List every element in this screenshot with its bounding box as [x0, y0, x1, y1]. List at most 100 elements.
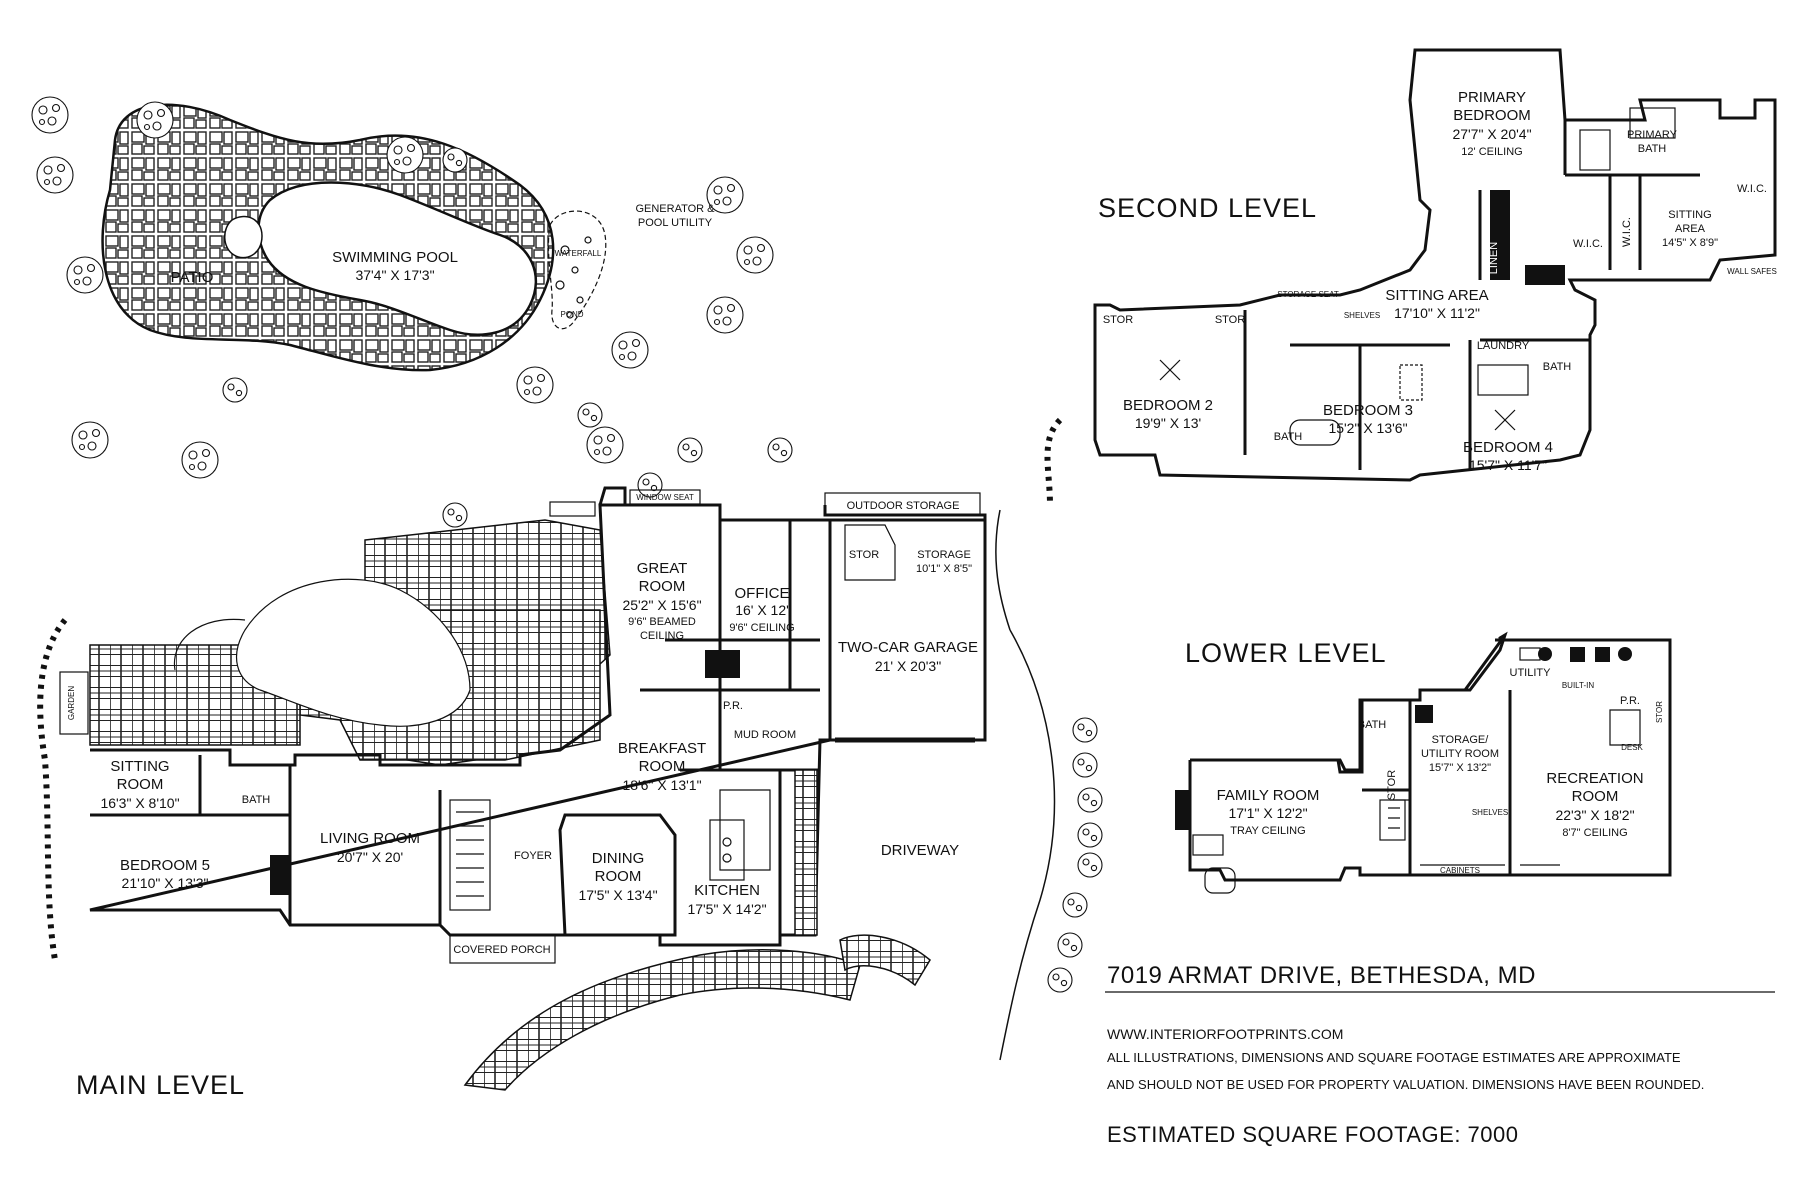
wic-label-1: W.I.C. — [1573, 238, 1603, 250]
bedroom2-name: BEDROOM 2 — [1123, 397, 1213, 414]
breakfast-name-2: ROOM — [639, 758, 686, 775]
stor-label-1: STOR — [1103, 314, 1133, 326]
lower-level-title: LOWER LEVEL — [1185, 638, 1387, 668]
powder-room-label: P.R. — [723, 700, 743, 712]
primary-bedroom-name-2: BEDROOM — [1453, 107, 1531, 124]
office-name: OFFICE — [735, 585, 790, 602]
cabinets-label: CABINETS — [1440, 866, 1480, 875]
primary-bedroom-name-1: PRIMARY — [1458, 89, 1526, 106]
window-seat — [629, 489, 701, 505]
bedroom4-name: BEDROOM 4 — [1463, 439, 1553, 456]
waterfall-label: WATERFALL — [555, 249, 602, 258]
bedroom5-dimension: 21'10" X 13'3" — [122, 875, 209, 891]
lower-stor-label-2: STOR — [1655, 701, 1664, 723]
family-room-name: FAMILY ROOM — [1217, 787, 1320, 804]
lawn-curve — [236, 578, 471, 727]
storage-name: STORAGE — [917, 549, 971, 561]
recreation-note: 8'7" CEILING — [1562, 827, 1627, 839]
front-walk — [463, 949, 861, 1091]
family-room-dimension: 17'1" X 12'2" — [1228, 805, 1307, 821]
stor-closet — [844, 524, 896, 581]
primary-bedroom-note: 12' CEILING — [1461, 146, 1522, 158]
great-room-dimension: 25'2" X 15'6" — [622, 597, 701, 613]
stor-label: STOR — [849, 549, 879, 561]
lower-pr-label: P.R. — [1620, 695, 1640, 707]
driveway-label: DRIVEWAY — [881, 842, 959, 859]
storage-utility-name-2: UTILITY ROOM — [1421, 748, 1499, 760]
wic-label-3: W.I.C. — [1621, 217, 1633, 247]
laundry-label: LAUNDRY — [1477, 340, 1530, 352]
second-outline — [1093, 48, 1777, 482]
waterfall-rocks — [547, 210, 607, 330]
utility-label: UTILITY — [1510, 667, 1552, 679]
breakfast-dimension: 18'6" X 13'1" — [622, 777, 701, 793]
driveway-edge — [999, 629, 1056, 1061]
garage-dimension: 21' X 20'3" — [875, 658, 941, 674]
storage-utility-name-1: STORAGE/ — [1432, 734, 1490, 746]
hedge-border — [1044, 417, 1063, 506]
bedroom5-name: BEDROOM 5 — [120, 857, 210, 874]
primary-bath-name-2: BATH — [1638, 143, 1667, 155]
great-room-note-1: 9'6" BEAMED — [628, 616, 696, 628]
wic-label-2: W.I.C. — [1737, 183, 1767, 195]
storage-seat-label: STORAGE SEAT — [1277, 290, 1339, 299]
outdoor-storage-label: OUTDOOR STORAGE — [847, 500, 960, 512]
disclaimer-line-2: AND SHOULD NOT BE USED FOR PROPERTY VALU… — [1107, 1077, 1705, 1092]
dining-name-1: DINING — [592, 850, 645, 867]
window-seat-label: WINDOW SEAT — [636, 493, 694, 502]
sitting-area-1-name-1: SITTING — [1668, 209, 1711, 221]
great-room-name-1: GREAT — [637, 560, 688, 577]
square-footage: ESTIMATED SQUARE FOOTAGE: 7000 — [1107, 1122, 1519, 1147]
garden-label: GARDEN — [67, 686, 76, 720]
second-level-plan — [1093, 48, 1777, 482]
generator-label: GENERATOR & — [635, 203, 715, 215]
pool-area — [101, 103, 607, 372]
sitting-area-1-dimension: 14'5" X 8'9" — [1662, 237, 1718, 249]
sitting-room-dimension: 16'3" X 8'10" — [100, 795, 179, 811]
sitting-room-name-2: ROOM — [117, 776, 164, 793]
covered-porch-label: COVERED PORCH — [453, 944, 550, 956]
kitchen-dimension: 17'5" X 14'2" — [687, 901, 766, 917]
bedroom3-dimension: 15'2" X 13'6" — [1328, 420, 1407, 436]
bedroom4-dimension: 15'7" X 11'7" — [1469, 457, 1547, 473]
storage-dimension: 10'1" X 8'5" — [916, 563, 972, 575]
second-bath-label-1: BATH — [1543, 361, 1572, 373]
disclaimer-line-1: ALL ILLUSTRATIONS, DIMENSIONS AND SQUARE… — [1107, 1050, 1681, 1065]
swimming-pool — [257, 181, 538, 336]
sitting-room-name-1: SITTING — [110, 758, 169, 775]
outdoor-storage — [824, 492, 981, 516]
pool-dimension: 37'4" X 17'3" — [355, 267, 434, 283]
primary-bath-name-1: PRIMARY — [1627, 129, 1678, 141]
lower-level-plan — [1175, 631, 1672, 894]
recreation-dimension: 22'3" X 18'2" — [1555, 807, 1634, 823]
garden-bed — [59, 671, 89, 735]
built-in-label: BUILT-IN — [1562, 681, 1595, 690]
storage-utility-dimension: 15'7" X 13'2" — [1429, 762, 1491, 774]
dining-dimension: 17'5" X 13'4" — [578, 887, 657, 903]
address: 7019 ARMAT DRIVE, BETHESDA, MD — [1107, 962, 1536, 989]
sitting-area-1-name-2: AREA — [1675, 223, 1706, 235]
office-dimension: 16' X 12' — [735, 602, 789, 618]
second-level-title: SECOND LEVEL — [1098, 193, 1318, 223]
linen-label: LINEN — [1488, 242, 1500, 274]
bedroom2-dimension: 19'9" X 13' — [1135, 415, 1201, 431]
lawn-curve-2 — [173, 618, 246, 671]
driveway-edge-2 — [995, 509, 1011, 631]
office-note: 9'6" CEILING — [729, 622, 794, 634]
primary-bedroom-dimension: 27'7" X 20'4" — [1452, 126, 1531, 142]
sitting-area-2-name: SITTING AREA — [1385, 287, 1488, 304]
covered-porch — [449, 934, 556, 964]
dining-name-2: ROOM — [595, 868, 642, 885]
stor-label-2: STOR — [1215, 314, 1245, 326]
family-room-note: TRAY CEILING — [1230, 825, 1305, 837]
pool-spa — [224, 215, 263, 259]
wall-safes-label: WALL SAFES — [1727, 267, 1777, 276]
garage-name: TWO-CAR GARAGE — [838, 639, 978, 656]
breakfast-name-1: BREAKFAST — [618, 740, 706, 757]
main-level-title: MAIN LEVEL — [76, 1070, 246, 1100]
sitting-area-2-dimension: 17'10" X 11'2" — [1394, 305, 1480, 321]
great-room-name-2: ROOM — [639, 578, 686, 595]
mud-room-label: MUD ROOM — [734, 729, 796, 741]
living-room-dimension: 20'7" X 20' — [337, 849, 403, 865]
pond-label: POND — [560, 310, 583, 319]
